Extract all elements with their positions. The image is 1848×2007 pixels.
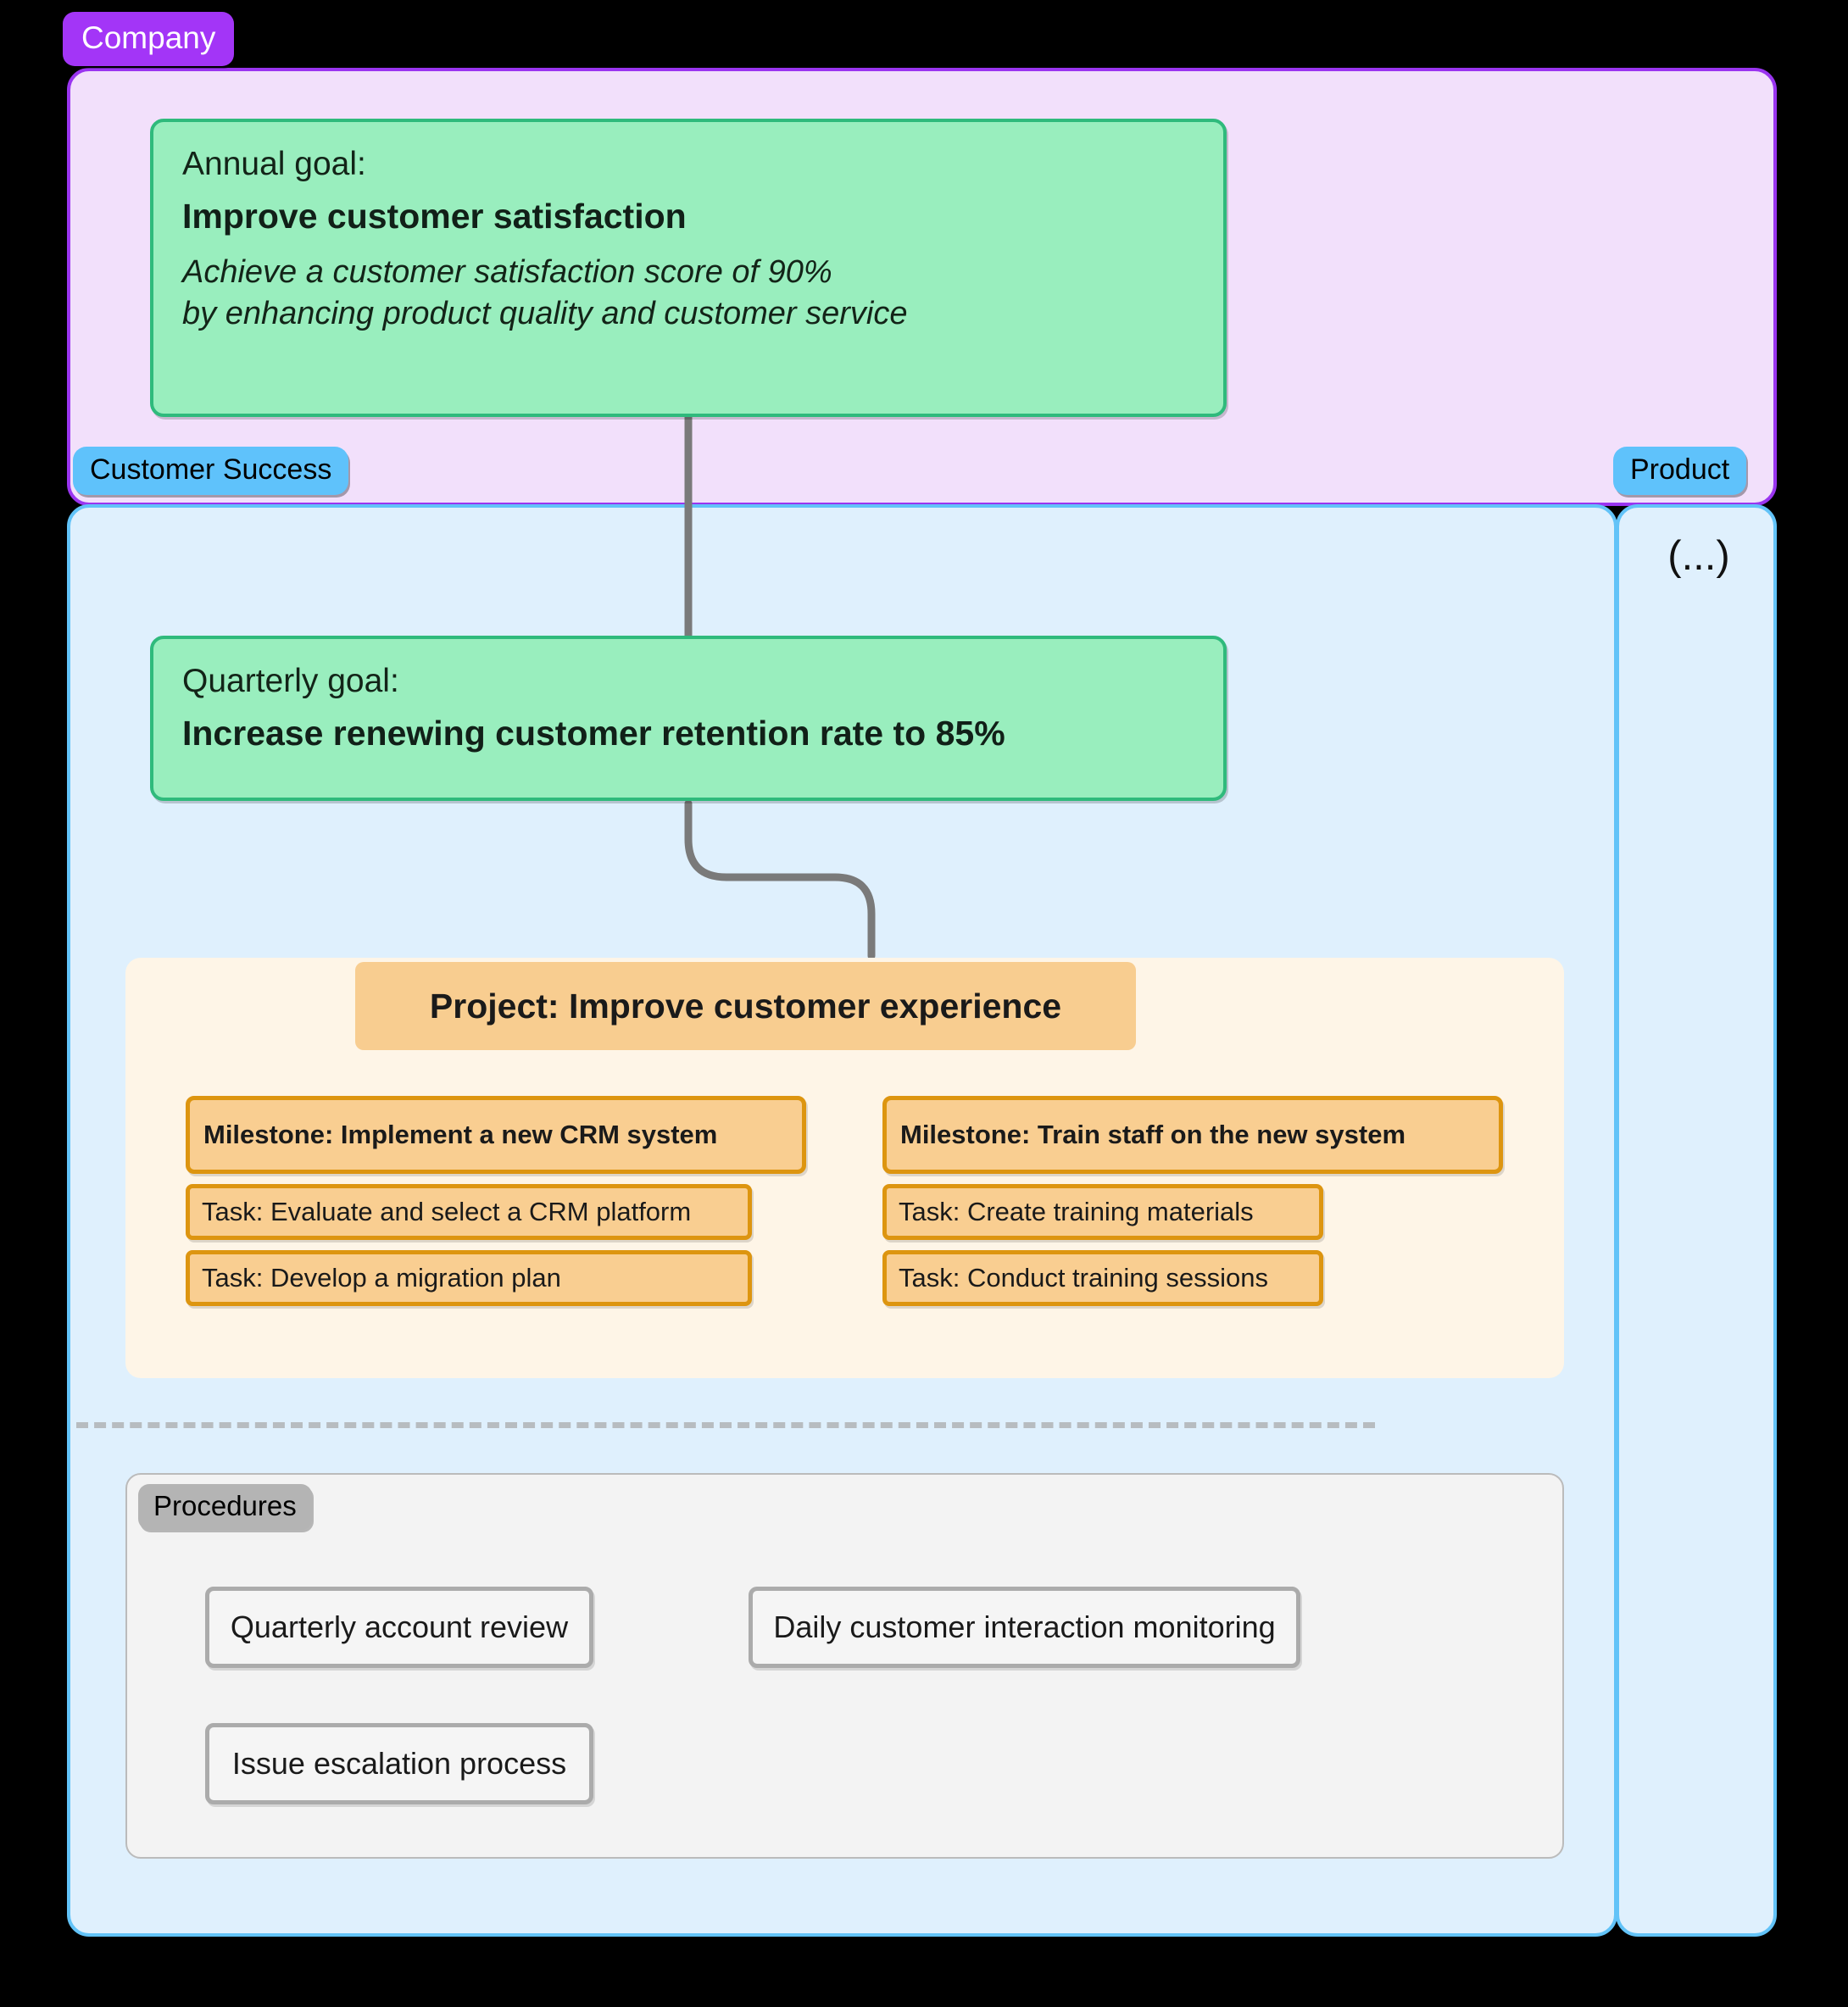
procedure-item[interactable]: Quarterly account review: [205, 1587, 593, 1668]
annual-goal-kicker: Annual goal:: [182, 146, 366, 182]
product-collapsed-ellipsis[interactable]: (...): [1667, 533, 1730, 579]
task-box[interactable]: Task: Create training materials: [882, 1184, 1323, 1240]
procedure-item[interactable]: Issue escalation process: [205, 1723, 593, 1804]
section-divider: [76, 1422, 1375, 1428]
project-header[interactable]: Project: Improve customer experience: [355, 962, 1136, 1050]
milestone-group-1: Milestone: Implement a new CRM system Ta…: [186, 1096, 806, 1306]
department-container-product: [1616, 504, 1777, 1937]
quarterly-goal-kicker: Quarterly goal:: [182, 663, 399, 699]
task-box[interactable]: Task: Conduct training sessions: [882, 1250, 1323, 1306]
procedures-tag[interactable]: Procedures: [138, 1484, 312, 1530]
annual-goal-title: Improve customer satisfaction: [182, 197, 687, 236]
company-tag[interactable]: Company: [63, 12, 235, 66]
department-tag-product[interactable]: Product: [1613, 447, 1747, 495]
quarterly-goal-card[interactable]: Quarterly goal: Increase renewing custom…: [150, 636, 1227, 801]
procedure-item[interactable]: Daily customer interaction monitoring: [749, 1587, 1300, 1668]
milestone-group-2: Milestone: Train staff on the new system…: [882, 1096, 1503, 1306]
task-box[interactable]: Task: Develop a migration plan: [186, 1250, 752, 1306]
milestone-box[interactable]: Milestone: Train staff on the new system: [882, 1096, 1503, 1174]
annual-goal-description-line-2: by enhancing product quality and custome…: [182, 295, 908, 331]
annual-goal-card[interactable]: Annual goal: Improve customer satisfacti…: [150, 119, 1227, 417]
annual-goal-description-line-1: Achieve a customer satisfaction score of…: [182, 254, 832, 290]
task-box[interactable]: Task: Evaluate and select a CRM platform: [186, 1184, 752, 1240]
department-tag-customer-success[interactable]: Customer Success: [73, 447, 349, 495]
quarterly-goal-title: Increase renewing customer retention rat…: [182, 714, 1005, 753]
milestone-box[interactable]: Milestone: Implement a new CRM system: [186, 1096, 806, 1174]
